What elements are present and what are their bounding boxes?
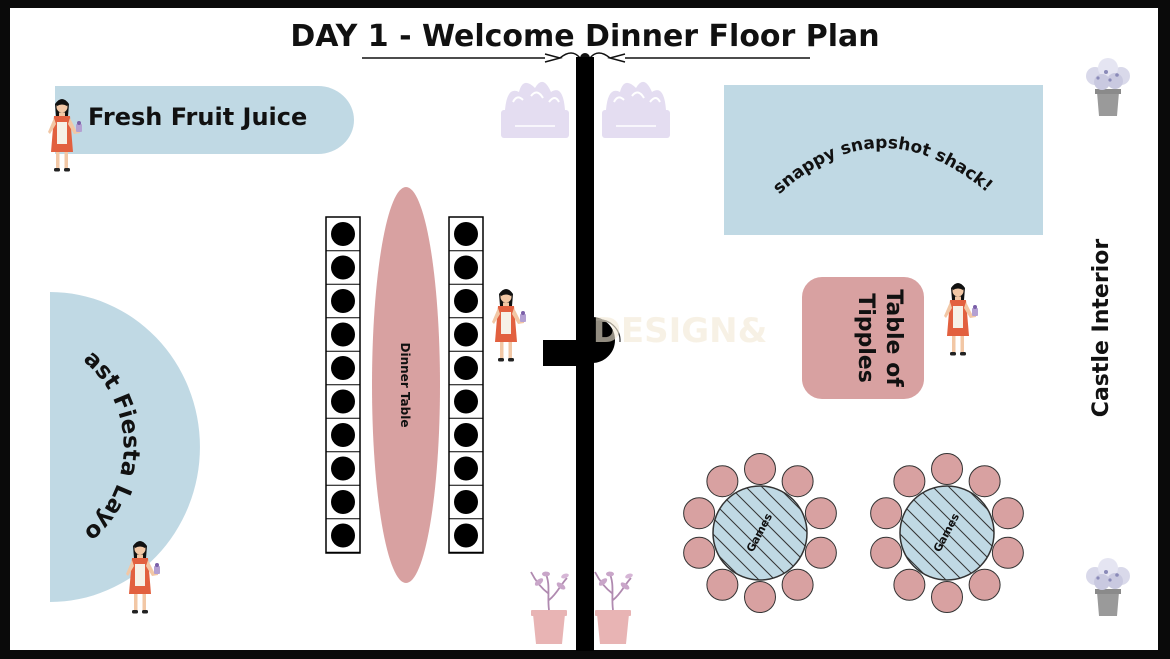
round-seat [744, 453, 776, 485]
seat-icon [331, 389, 355, 414]
seat-icon [331, 356, 355, 380]
seat-icon [454, 389, 478, 414]
round-seat [991, 497, 1024, 530]
seat-icon [331, 322, 355, 347]
juice-station: Fresh Fruit Juice [55, 86, 354, 154]
castle-interior-label: Castle Interior [1089, 239, 1114, 418]
hydrangea-pot-icon [1086, 558, 1130, 616]
seats-left [326, 222, 360, 553]
seat-icon [454, 523, 478, 548]
photo-station: snappy snapshot shack! [724, 85, 1043, 235]
dinner-table-label: Dinner Table [398, 343, 412, 428]
round-seat [893, 568, 926, 601]
seat-icon [454, 289, 478, 313]
watermark: DESIGN& [593, 311, 768, 351]
round-seat [706, 568, 739, 601]
seat-icon [331, 423, 355, 447]
seat-icon [454, 322, 478, 347]
round-seat [870, 497, 903, 530]
seat-icon [454, 423, 478, 447]
seat-icon [454, 255, 478, 280]
title-flourish [362, 52, 810, 63]
seat-icon [454, 222, 478, 246]
games-table: Games [870, 453, 1024, 613]
hydrangea-pot-icon [1086, 58, 1130, 116]
round-seat [781, 465, 814, 498]
round-seat [744, 581, 776, 613]
seat-icon [331, 523, 355, 548]
tipples-label-line2: Tipples [853, 293, 878, 383]
tipples-label-line1: Table of [881, 289, 906, 387]
round-seat [931, 453, 963, 485]
hostess-icon [492, 289, 526, 362]
dinner-table [372, 187, 440, 583]
round-seat [968, 465, 1001, 498]
seat-icon [331, 255, 355, 280]
page-title: DAY 1 - Welcome Dinner Floor Plan [290, 19, 879, 54]
juice-station-label: Fresh Fruit Juice [88, 103, 307, 131]
seat-icon [331, 222, 355, 246]
seat-icon [331, 289, 355, 313]
seat-icon [454, 490, 478, 514]
potted-plant-icon [594, 570, 635, 645]
round-seat [968, 568, 1001, 601]
seat-icon [331, 490, 355, 514]
round-seat [931, 581, 963, 613]
round-seat [683, 536, 716, 569]
dinner-table-area: Dinner Table [325, 187, 484, 583]
round-seat [781, 568, 814, 601]
door-icon [543, 316, 621, 366]
round-seat [991, 536, 1024, 569]
round-seat [804, 497, 837, 530]
round-seat [893, 465, 926, 498]
seats-right [449, 222, 483, 553]
hostess-icon [944, 283, 978, 356]
seat-icon [454, 356, 478, 380]
round-seat [706, 465, 739, 498]
round-seat [683, 497, 716, 530]
flower-box-icon [500, 80, 570, 139]
flower-box-icon [601, 80, 671, 139]
round-seat [804, 536, 837, 569]
round-seat [870, 536, 903, 569]
seat-icon [454, 456, 478, 481]
seat-icon [331, 456, 355, 481]
games-table: Games [683, 453, 837, 613]
potted-plant-icon [530, 570, 571, 645]
tipples-station: Table of Tipples [802, 277, 924, 399]
